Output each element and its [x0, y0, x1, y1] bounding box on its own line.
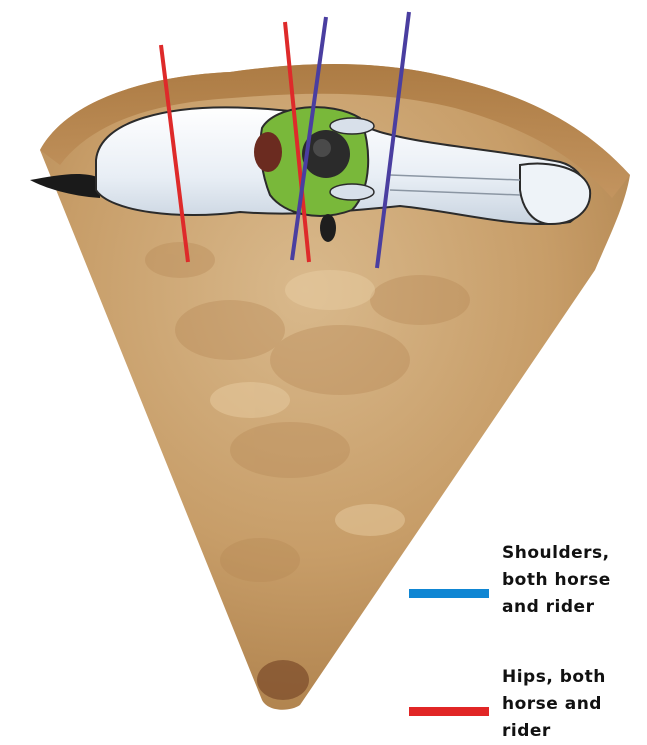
hips-legend-swatch	[409, 707, 489, 716]
shoulders-legend-label: Shoulders, both horse and rider	[502, 540, 647, 621]
rider-saddle	[254, 132, 282, 172]
crust-tip-dark	[257, 660, 309, 700]
hips-legend-label: Hips, both horse and rider	[502, 664, 647, 745]
rider-boot	[320, 214, 336, 242]
rider-arm-right	[330, 184, 374, 200]
shoulders-legend-swatch	[409, 589, 489, 598]
rider-arm-left	[330, 118, 374, 134]
